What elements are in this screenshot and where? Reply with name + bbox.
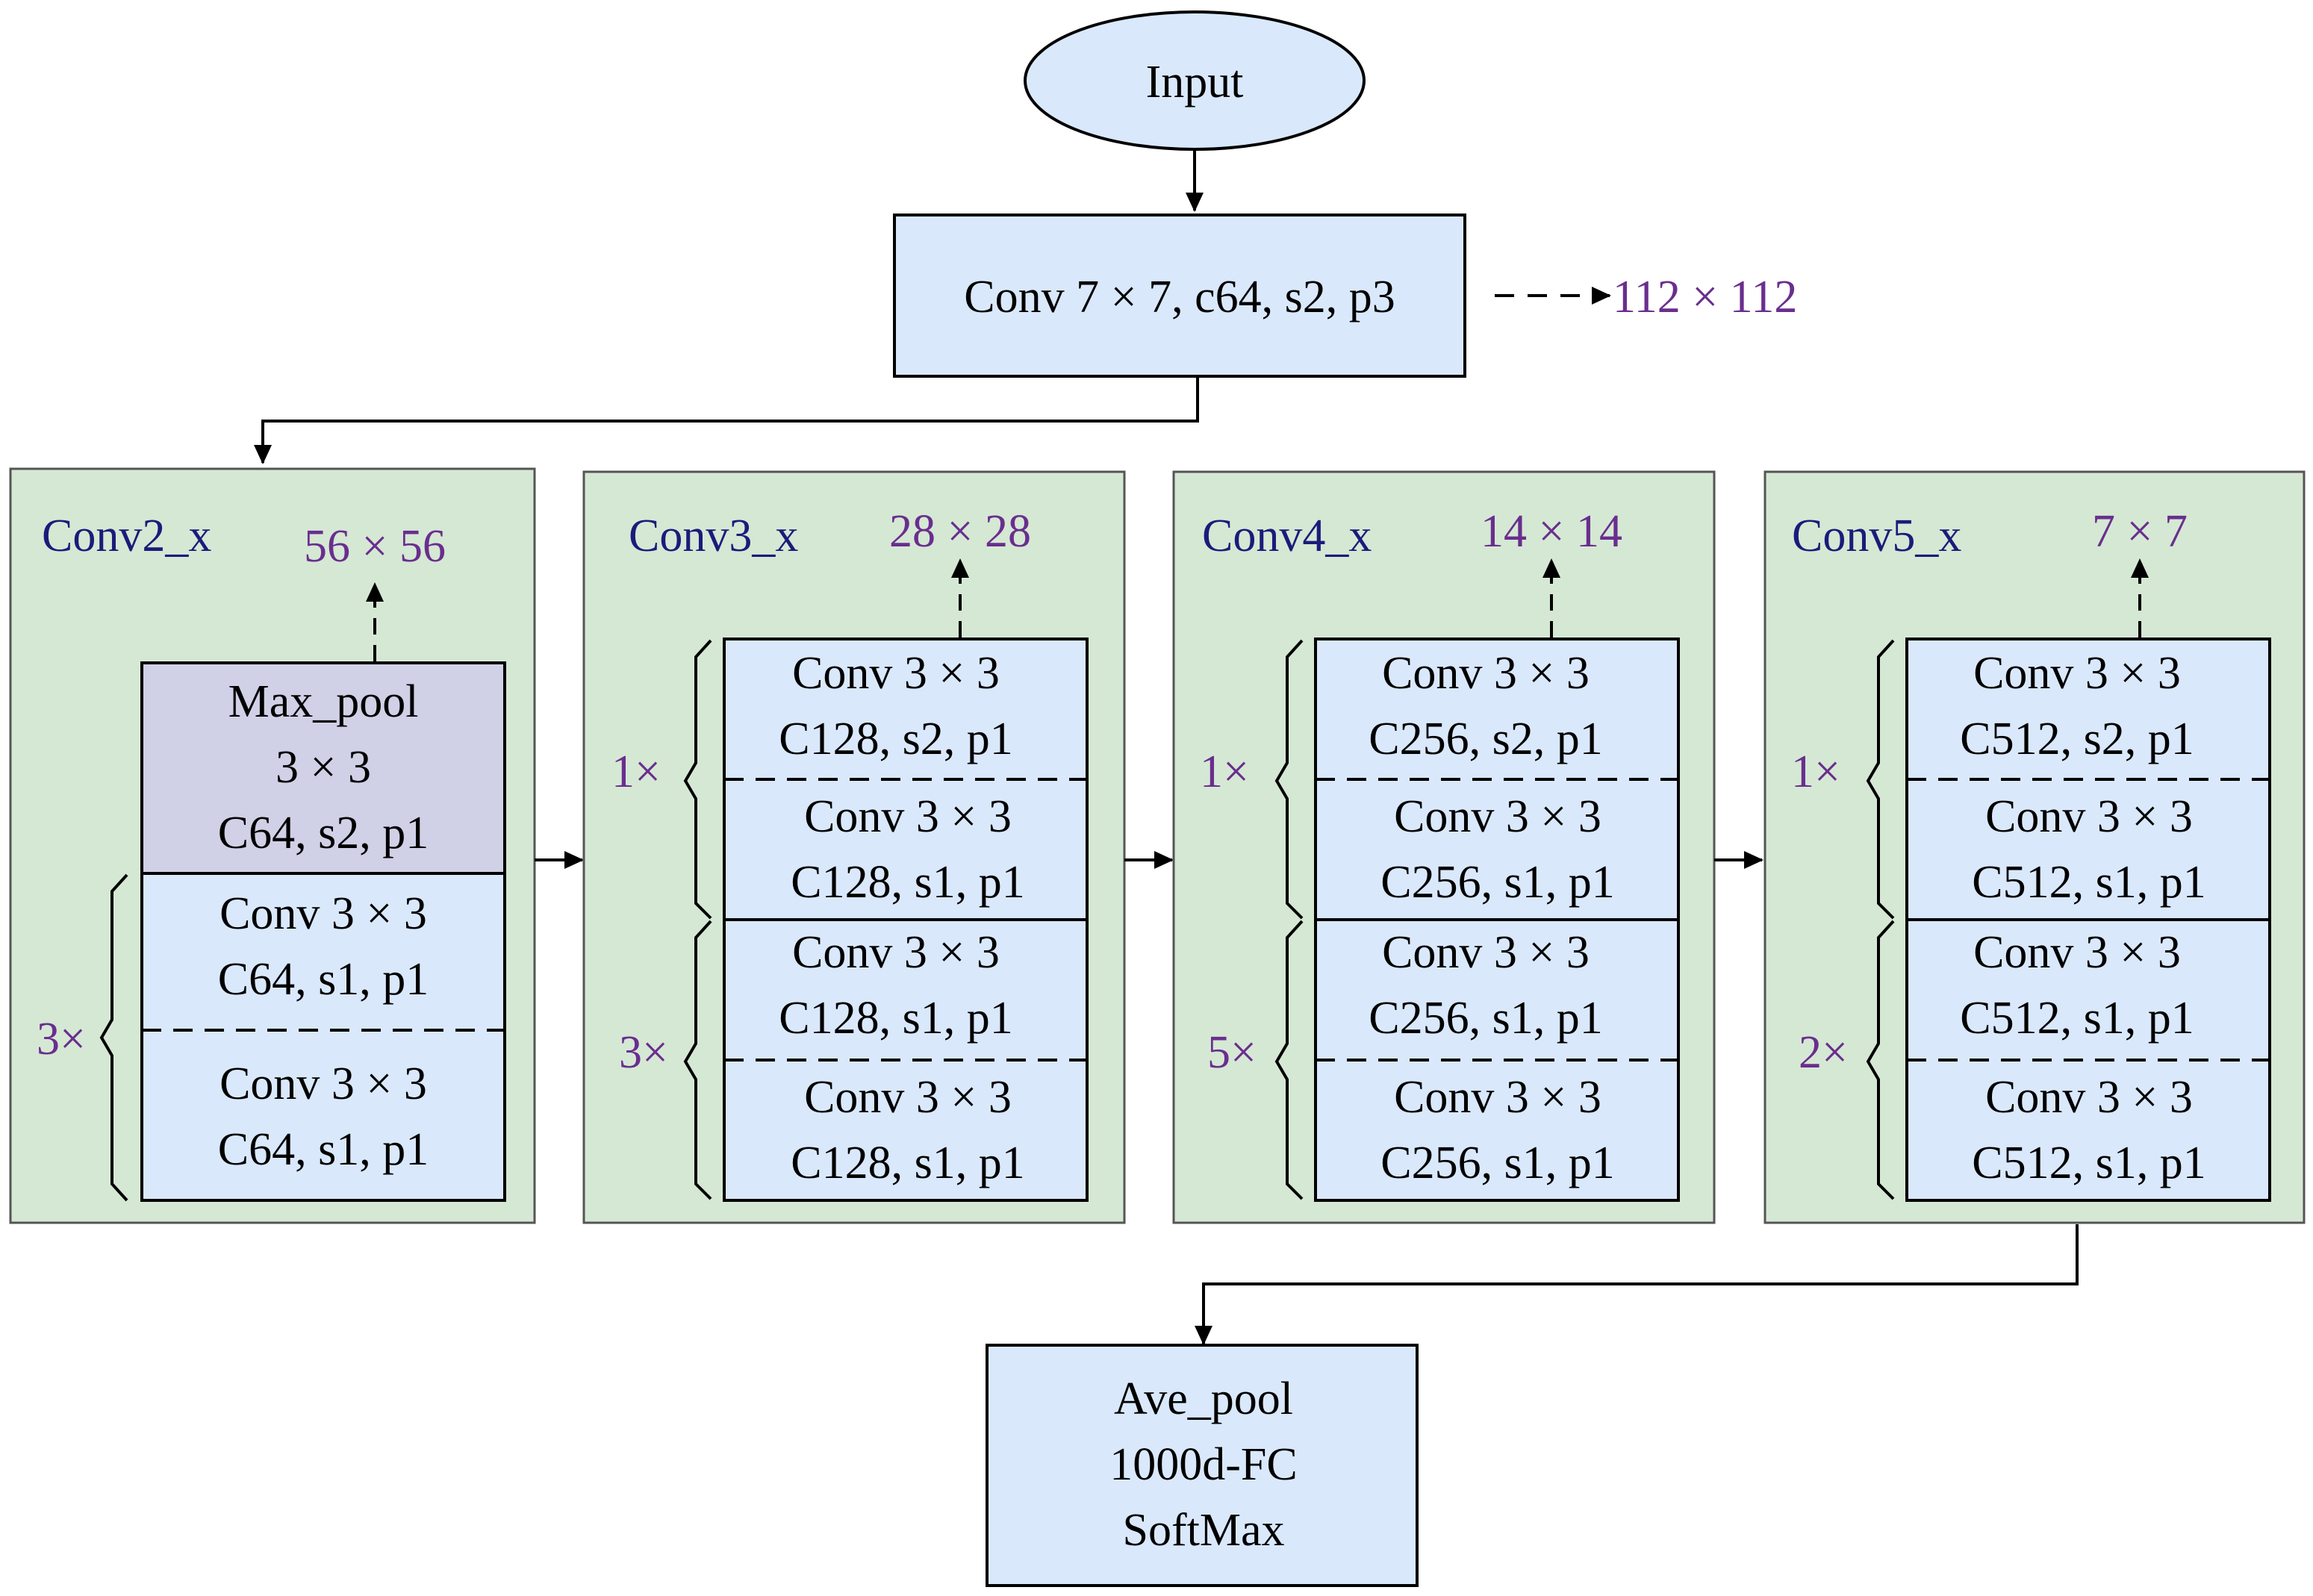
stage-title: Conv2_x <box>42 511 211 561</box>
layer-line1: Conv 3 × 3 <box>1973 648 2181 699</box>
stem-output-size: 112 × 112 <box>1613 272 1797 322</box>
layer-line1: Conv 3 × 3 <box>1973 927 2181 978</box>
conv-block <box>140 872 506 1202</box>
input-node: Input <box>1024 10 1366 151</box>
layer-line2: C128, s1, p1 <box>791 857 1024 908</box>
layer-line2: C256, s1, p1 <box>1380 1138 1614 1188</box>
layer-line2: C128, s1, p1 <box>779 993 1012 1044</box>
repeat-brace <box>1274 920 1304 1200</box>
repeat-brace <box>1866 639 1895 920</box>
repeat-count: 2× <box>1799 1027 1848 1078</box>
stage-title: Conv4_x <box>1202 511 1372 561</box>
stage-title: Conv5_x <box>1792 511 1961 561</box>
layer-line2: C64, s1, p1 <box>218 1124 429 1175</box>
layer-line2: C256, s1, p1 <box>1380 857 1614 908</box>
layer-line2: C128, s2, p1 <box>779 714 1012 764</box>
layer-line1: Conv 3 × 3 <box>1985 1072 2193 1123</box>
repeat-brace <box>1866 920 1895 1200</box>
repeat-count: 1× <box>611 746 661 797</box>
arrow-stem-to-conv2 <box>254 376 1199 464</box>
layer-line1: Conv 3 × 3 <box>792 648 1000 699</box>
stage-conv3: Conv3_x 28 × 28 Conv 3 × 3 C128, s2, p1 … <box>582 470 1126 1224</box>
maxpool-line3: C64, s2, p1 <box>218 808 429 858</box>
layer-line1: Conv 3 × 3 <box>1382 927 1590 978</box>
layer-line2: C128, s1, p1 <box>791 1138 1024 1188</box>
layer-line2: C256, s1, p1 <box>1369 993 1602 1044</box>
repeat-brace <box>1274 639 1304 920</box>
layer-line1: Conv 3 × 3 <box>220 1059 427 1109</box>
stage-output-size: 7 × 7 <box>2092 506 2188 557</box>
repeat-count: 5× <box>1207 1027 1257 1078</box>
stage-output-size: 56 × 56 <box>304 521 446 572</box>
layer-line1: Conv 3 × 3 <box>1382 648 1590 699</box>
conv-block <box>1905 918 2271 1202</box>
conv-block <box>723 638 1089 921</box>
head-line3: SoftMax <box>1123 1505 1285 1556</box>
layer-line2: C256, s2, p1 <box>1369 714 1602 764</box>
repeat-count: 3× <box>37 1014 86 1064</box>
head-line2: 1000d-FC <box>1109 1439 1297 1490</box>
layer-line2: C512, s1, p1 <box>1960 993 2194 1044</box>
layer-line2: C512, s2, p1 <box>1960 714 2194 764</box>
repeat-count: 1× <box>1200 746 1249 797</box>
repeat-brace <box>683 920 712 1200</box>
repeat-count: 3× <box>619 1027 668 1078</box>
maxpool-line1: Max_pool <box>228 676 419 727</box>
stage-conv4: Conv4_x 14 × 14 Conv 3 × 3 C256, s2, p1 … <box>1172 470 1716 1224</box>
head-line1: Ave_pool <box>1114 1374 1293 1424</box>
layer-line1: Conv 3 × 3 <box>1394 791 1601 842</box>
stage-conv2: Conv2_x 56 × 56 Max_pool 3 × 3 C64, s2, … <box>9 467 536 1224</box>
stem-conv-node: Conv 7 × 7, c64, s2, p3 <box>893 213 1466 378</box>
layer-line1: Conv 3 × 3 <box>220 888 427 939</box>
layer-line1: Conv 3 × 3 <box>1394 1072 1601 1123</box>
repeat-count: 1× <box>1791 746 1840 797</box>
repeat-brace <box>683 639 712 920</box>
layer-line1: Conv 3 × 3 <box>1985 791 2193 842</box>
head-node: Ave_pool 1000d-FC SoftMax <box>986 1344 1419 1587</box>
layer-line1: Conv 3 × 3 <box>804 1072 1012 1123</box>
maxpool-node <box>140 661 506 875</box>
stage-output-size: 14 × 14 <box>1481 506 1622 557</box>
layer-line1: Conv 3 × 3 <box>804 791 1012 842</box>
input-label: Input <box>1146 57 1244 107</box>
stage-conv5: Conv5_x 7 × 7 Conv 3 × 3 C512, s2, p1 Co… <box>1763 470 2306 1224</box>
stage-title: Conv3_x <box>629 511 798 561</box>
arrow-conv5-to-head <box>1195 1224 2079 1345</box>
layer-line1: Conv 3 × 3 <box>792 927 1000 978</box>
layer-line2: C512, s1, p1 <box>1972 1138 2205 1188</box>
conv-block <box>1314 918 1680 1202</box>
stage-output-size: 28 × 28 <box>889 506 1031 557</box>
layer-line2: C64, s1, p1 <box>218 954 429 1005</box>
maxpool-line2: 3 × 3 <box>275 742 371 793</box>
stem-conv-label: Conv 7 × 7, c64, s2, p3 <box>964 272 1395 322</box>
layer-line2: C512, s1, p1 <box>1972 857 2205 908</box>
repeat-brace <box>99 873 128 1202</box>
